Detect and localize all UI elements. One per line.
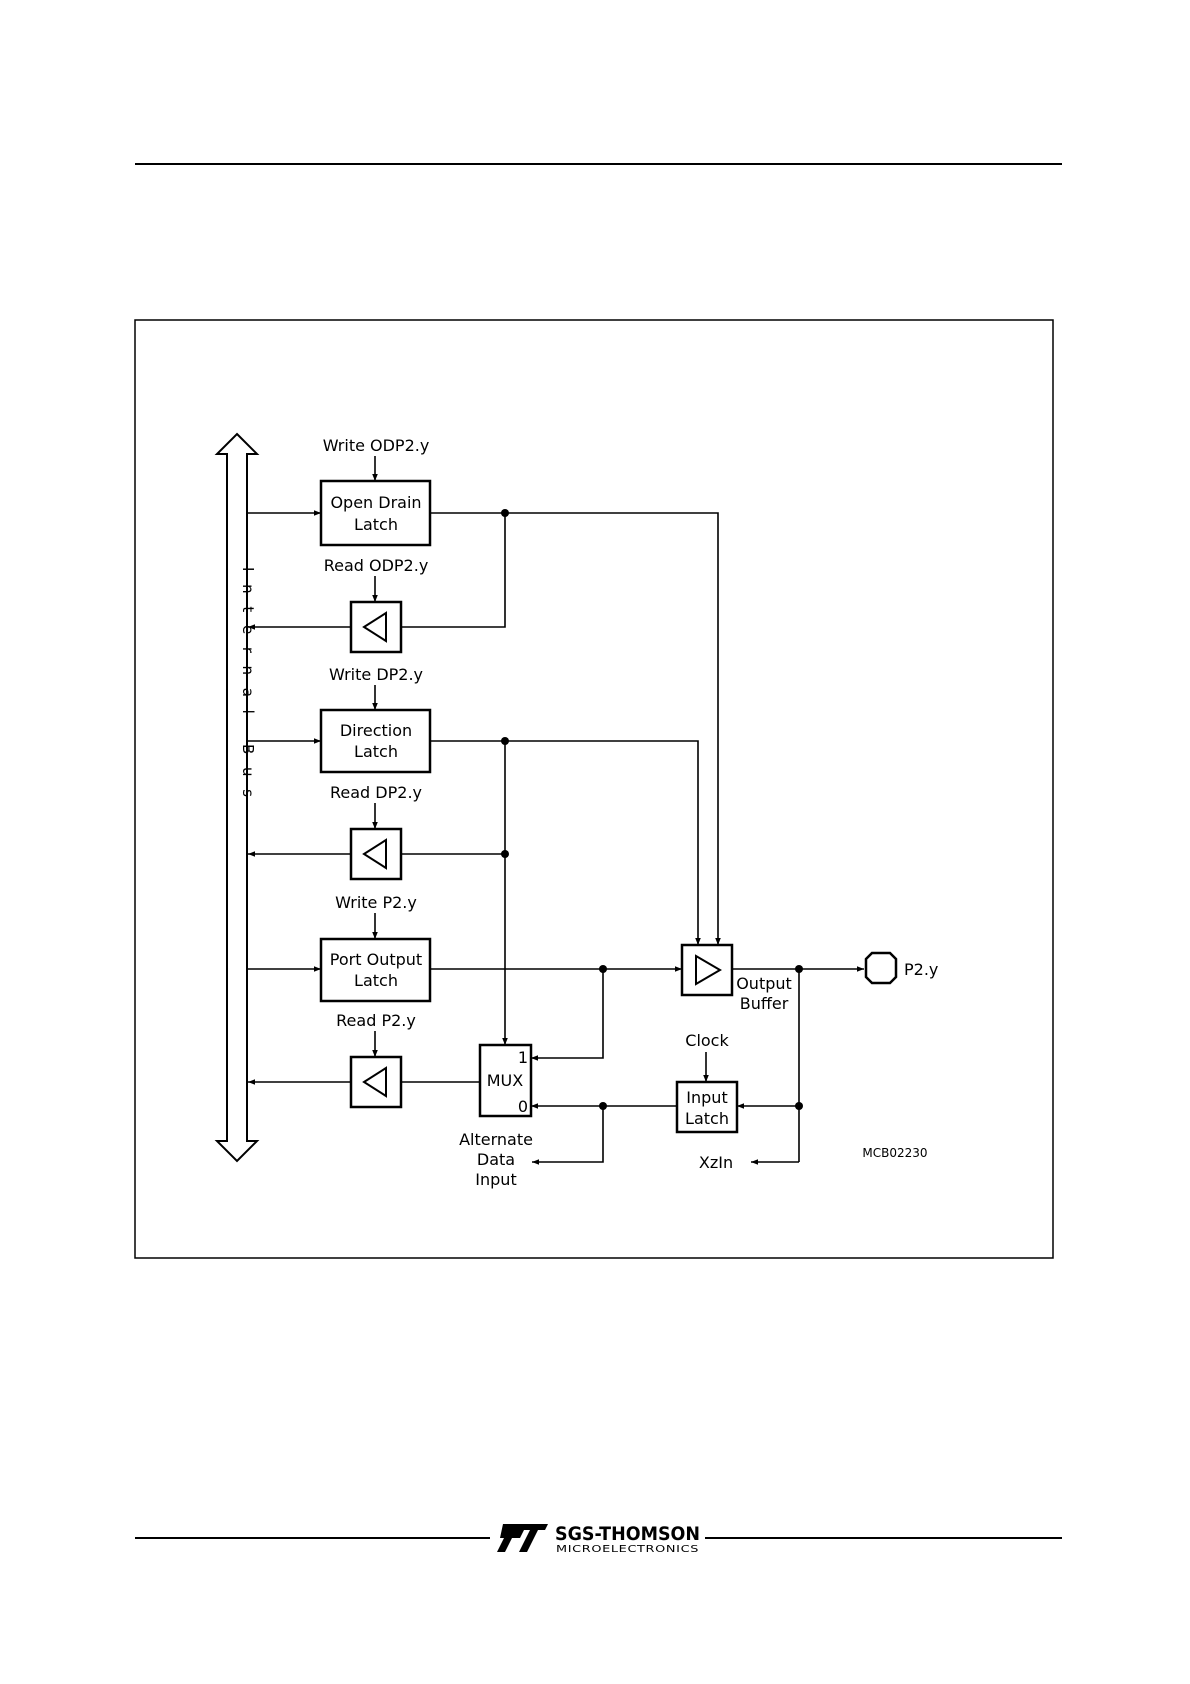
read-dp-buffer-triangle-icon bbox=[362, 838, 387, 870]
read-p-buffer-triangle-icon bbox=[362, 1066, 387, 1098]
input-latch-label-1: Input bbox=[686, 1088, 727, 1107]
dp-junction-read bbox=[501, 850, 509, 858]
alt-data-label-1: Alternate bbox=[459, 1130, 533, 1149]
direction-latch-label-2: Latch bbox=[354, 742, 398, 761]
internal-bus-arrow bbox=[214, 432, 260, 1163]
pin-feedback-junction bbox=[795, 1102, 803, 1110]
open-drain-latch-label-2: Latch bbox=[354, 515, 398, 534]
clock-label: Clock bbox=[685, 1031, 729, 1050]
pin-label: P2.y bbox=[904, 960, 938, 979]
mux-input-1-label: 1 bbox=[518, 1048, 528, 1067]
port-output-latch-block bbox=[319, 937, 432, 1003]
brand-name: SGS-THOMSON bbox=[555, 1523, 700, 1545]
direction-latch-label-1: Direction bbox=[340, 721, 412, 740]
open-drain-latch-label-1: Open Drain bbox=[330, 493, 421, 512]
figure-code-label: MCB02230 bbox=[862, 1146, 927, 1160]
alt-data-wire bbox=[532, 1106, 604, 1165]
mux-block bbox=[478, 1043, 533, 1118]
mux-label: MUX bbox=[487, 1071, 524, 1090]
alt-data-label-2: Data bbox=[477, 1150, 515, 1169]
read-dp-label: Read DP2.y bbox=[330, 783, 422, 802]
port-output-latch-label-2: Latch bbox=[354, 971, 398, 990]
pin-pad-icon bbox=[864, 951, 898, 985]
output-buffer-label-1: Output bbox=[736, 974, 792, 993]
open-drain-latch-block bbox=[319, 479, 432, 547]
xzin-label: XzIn bbox=[699, 1153, 733, 1172]
odp-feedback-wire bbox=[401, 513, 506, 628]
write-dp-label: Write DP2.y bbox=[329, 665, 423, 684]
mux-input-0-label: 0 bbox=[518, 1097, 528, 1116]
dp-output-wire bbox=[430, 740, 701, 945]
write-p-label: Write P2.y bbox=[335, 893, 417, 912]
alt-data-label-3: Input bbox=[475, 1170, 516, 1189]
dp-junction-top bbox=[501, 737, 509, 745]
figure-frame bbox=[134, 319, 1054, 1259]
read-p-label: Read P2.y bbox=[336, 1011, 416, 1030]
output-buffer-label-2: Buffer bbox=[740, 994, 789, 1013]
input-latch-label-2: Latch bbox=[685, 1109, 729, 1128]
odp-output-wire bbox=[430, 512, 721, 945]
read-odp-buffer-triangle-icon bbox=[362, 611, 387, 643]
p-to-mux-1-wire bbox=[531, 969, 604, 1061]
direction-latch-block bbox=[319, 708, 432, 774]
st-logo-icon bbox=[497, 1524, 548, 1552]
port-output-latch-label-1: Port Output bbox=[330, 950, 422, 969]
brand-subtitle: MICROELECTRONICS bbox=[556, 1544, 699, 1555]
read-odp-label: Read ODP2.y bbox=[324, 556, 429, 575]
input-latch-block bbox=[675, 1080, 739, 1134]
write-odp-label: Write ODP2.y bbox=[323, 436, 430, 455]
odp-junction bbox=[501, 509, 509, 517]
output-buffer-triangle-icon bbox=[695, 954, 722, 986]
